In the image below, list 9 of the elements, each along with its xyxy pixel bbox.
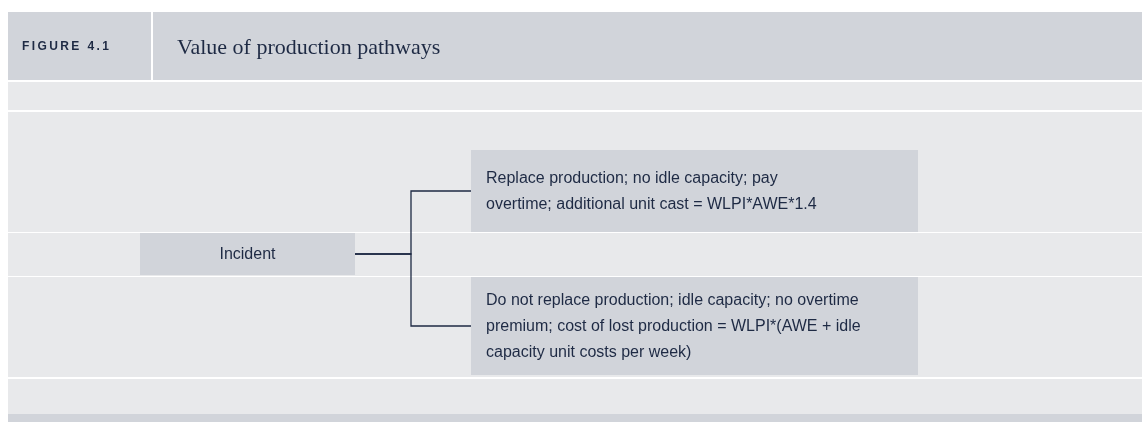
connector-line (354, 253, 472, 327)
pathway-box (140, 233, 355, 275)
figure-number: FIGURE 4.1 (22, 38, 112, 55)
figure-title: Value of production pathways (177, 32, 441, 61)
box-text: Incident (219, 244, 276, 264)
pathway-box (471, 150, 918, 232)
box-text: Do not replace production; idle capacity; no overtime premium; cost of lost production = WLPI*(AWE + idle capacity unit costs per week) (486, 290, 862, 362)
pathway-box (471, 277, 918, 375)
box-text: Replace production; no idle capacity; pay overtime; additional unit cast = WLPI*AWE*1.4 (486, 168, 818, 214)
